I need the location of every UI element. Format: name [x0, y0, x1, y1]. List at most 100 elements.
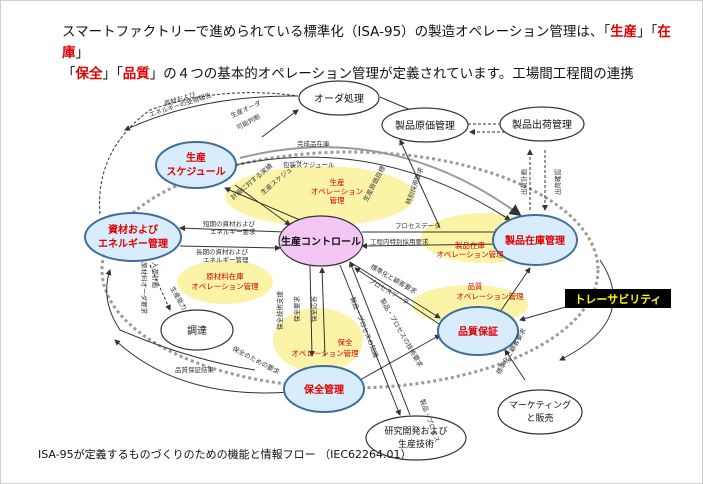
- flow-label: エネルギー要求: [210, 227, 256, 236]
- highlight-maintenance-ops: [273, 308, 363, 372]
- flow-line: [114, 339, 291, 394]
- flow-label: エネルギー管理: [203, 255, 249, 264]
- flow-label: 出荷確認: [553, 169, 562, 196]
- flow-label: 保全応答: [309, 296, 318, 323]
- node-label: と販売: [526, 412, 553, 424]
- ops-labels: 生産 オペレーション 管理 製品在庫 オペレーション管理 原材料在庫 オペレーシ…: [191, 177, 524, 358]
- flow-line: [504, 349, 526, 381]
- ops-label-production: 管理: [330, 195, 345, 205]
- flow-label: 入荷計画: [151, 262, 160, 288]
- flow-line: [361, 242, 501, 249]
- flow-line: [179, 244, 281, 251]
- flow-label: 完成品在庫: [297, 139, 330, 148]
- flow-line: [399, 139, 441, 229]
- flow-label: 保全のための要求: [231, 344, 282, 377]
- flow-label: 保全技術支援: [275, 291, 284, 331]
- flow-line: [149, 264, 171, 311]
- flow-line: [559, 259, 614, 361]
- node-order: オーダ処理: [298, 80, 380, 116]
- flow-line: [261, 109, 299, 138]
- heading-line-1: スマートファクトリーで進められている標準化（ISA-95）の製造オペレーション管…: [62, 22, 682, 64]
- node-quality: 品質保証: [437, 306, 519, 356]
- node-label: 製品出荷管理: [512, 118, 572, 131]
- heading: スマートファクトリーで進められている標準化（ISA-95）の製造オペレーション管…: [62, 22, 682, 85]
- node-research: 研究開発および 生産技術: [365, 415, 467, 461]
- node-label: マーケティング: [509, 399, 571, 411]
- heading-text: 」の４つの基本的オペレーション管理が定義されています。工場間工程間の連携: [149, 66, 634, 82]
- flow-label: 保全要求: [292, 296, 301, 323]
- node-shape: [298, 80, 380, 116]
- flow-line: [319, 267, 326, 357]
- flow-lines: [99, 92, 614, 416]
- node-shape: [160, 309, 234, 351]
- node-shape: [155, 141, 237, 189]
- flow-label: 包装スケジュール: [283, 160, 335, 169]
- heading-text: 」: [75, 45, 90, 61]
- node-procurement: 調達: [160, 309, 234, 351]
- node-label: 研究開発および: [384, 425, 447, 437]
- flow-line: [239, 146, 522, 217]
- flow-line: [308, 265, 315, 357]
- ops-label-maintenance: オペレーション管理: [291, 348, 359, 358]
- caption: ISA-95が定義するものづくりのための機能と情報フロー （IEC62264.0…: [38, 448, 412, 461]
- node-schedule: 生産 スケジュール: [155, 141, 237, 189]
- heading-highlight-inventory: 在庫: [62, 24, 671, 61]
- ops-label-quality: 品質: [468, 281, 483, 291]
- heading-text: 」「: [637, 24, 658, 40]
- node-label: 生産コントロール: [281, 235, 361, 248]
- heading-highlight-production: 生産: [610, 24, 638, 40]
- flow-line: [499, 267, 531, 313]
- node-label: オーダ処理: [314, 92, 364, 105]
- flow-line: [234, 184, 291, 226]
- node-shape: [365, 415, 467, 461]
- node-label: 品質保証: [458, 325, 498, 338]
- node-marketing: マーケティング と販売: [497, 389, 583, 435]
- node-materials: 資材および エネルギー管理: [84, 212, 182, 262]
- highlight-production-ops: [225, 166, 415, 226]
- node-label: 保全管理: [303, 383, 344, 396]
- flow-line: [349, 261, 441, 319]
- flow-line: [124, 95, 299, 131]
- node-shipping: 製品出荷管理: [499, 106, 585, 142]
- flow-line: [224, 187, 301, 221]
- traceability-bg: [565, 289, 671, 308]
- heading-line-2: 「保全」「品質」の４つの基本的オペレーション管理が定義されています。工場間工程間…: [62, 64, 682, 85]
- ops-label-quality: オペレーション管理: [456, 291, 524, 301]
- node-label: 生産技術: [398, 438, 434, 450]
- node-shape: [84, 212, 182, 262]
- flow-line: [234, 156, 511, 221]
- flow-line: [359, 334, 441, 381]
- ops-label-production: オペレーション: [311, 187, 363, 196]
- node-label: エネルギー管理: [98, 237, 168, 250]
- node-label: スケジュール: [166, 166, 225, 178]
- flow-line: [349, 261, 411, 416]
- heading-text: スマートファクトリーで進められている標準化（ISA-95）の製造オペレーション管…: [62, 24, 611, 40]
- node-cost: 製品原価管理: [381, 107, 469, 143]
- ops-label-materials: 原材料在庫: [206, 271, 244, 281]
- node-shape: [492, 214, 578, 266]
- ops-label-materials: オペレーション管理: [191, 281, 259, 291]
- traceability-label: トレーサビリティ: [574, 292, 661, 306]
- heading-text: 」「: [102, 66, 123, 82]
- node-maintenance: 保全管理: [283, 365, 365, 413]
- node-inventory: 製品在庫管理: [492, 214, 578, 266]
- flow-label: 長期の資材および: [196, 247, 249, 256]
- ops-label-maintenance: 保全: [338, 337, 353, 347]
- node-shape: [499, 106, 585, 142]
- highlight-materials-ops: [177, 260, 273, 304]
- flow-line: [339, 264, 401, 416]
- node-shape: [283, 365, 365, 413]
- node-shape: [381, 107, 469, 143]
- node-label: 製品原価管理: [395, 119, 455, 132]
- heading-highlight-maintenance: 保全: [75, 66, 103, 82]
- node-control: 生産コントロール: [278, 215, 364, 267]
- ops-label-inventory: オペレーション管理: [436, 249, 504, 259]
- node-label: 生産: [186, 151, 206, 164]
- flow-line: [179, 225, 286, 233]
- node-shape: [497, 389, 583, 435]
- flow-line: [105, 269, 256, 371]
- flow-label: 工程内特別採用要求: [370, 237, 429, 246]
- flow-line: [354, 267, 446, 329]
- node-label: 資材および: [108, 223, 158, 236]
- ops-label-inventory: 製品在庫: [455, 240, 485, 250]
